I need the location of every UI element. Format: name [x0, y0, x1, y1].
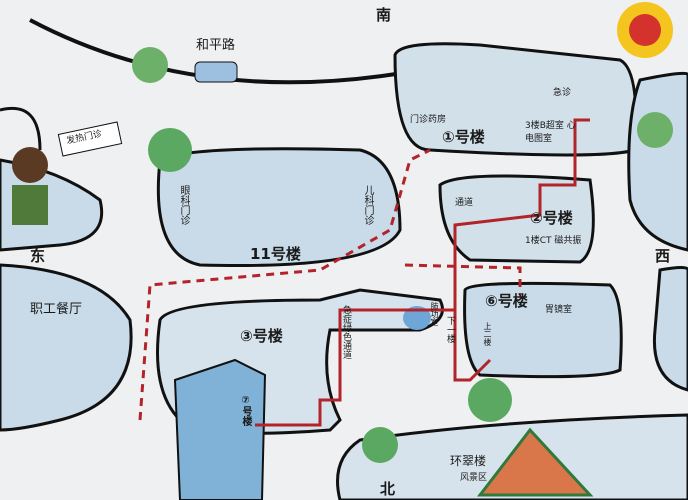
compass-north: 北	[380, 480, 396, 498]
dashed-route-2	[404, 263, 522, 295]
compass-east: 东	[30, 247, 46, 265]
huancui-label: 环翠楼	[450, 454, 487, 468]
lung-icon	[403, 306, 431, 330]
compass-west: 西	[655, 247, 671, 265]
floor1-note: 1楼CT 磁共振	[525, 236, 582, 246]
downstairs-label: 下一楼	[445, 316, 455, 343]
solid-route-branch	[453, 310, 492, 382]
dashed-route	[138, 148, 431, 421]
doctor-body	[12, 185, 48, 225]
tree-icon	[468, 378, 512, 422]
pediatric-clinic-label: 儿科门诊	[362, 185, 373, 225]
doctor-figure	[12, 147, 48, 183]
eye-clinic-label: 眼科门诊	[178, 185, 189, 225]
building-7-tower	[173, 358, 267, 500]
road-label: 和平路	[196, 38, 236, 53]
canteen-label: 职工餐厅	[30, 302, 83, 317]
building-11-block	[156, 147, 402, 268]
building-7-label: ⑦号楼	[240, 395, 251, 426]
gastroscopy-label: 胃镜室	[545, 305, 573, 315]
upstairs-label: 上二楼	[483, 322, 492, 346]
solid-route	[255, 118, 590, 427]
car-icon	[194, 61, 238, 83]
road-outline	[0, 107, 42, 151]
sign-board	[57, 121, 123, 157]
passage-label: 通道	[455, 198, 474, 208]
building-6-label: ⑥号楼	[485, 292, 528, 310]
compass-south: 南	[376, 6, 392, 24]
floor3-note: 3楼B超室 心电图室	[525, 121, 576, 144]
building-3-label: ③号楼	[240, 327, 283, 345]
tree-icon	[637, 112, 673, 148]
tree-icon	[148, 128, 192, 172]
sun-face	[629, 14, 661, 46]
building-1-block	[393, 42, 638, 157]
tree-icon	[132, 47, 168, 83]
building-11-label: 11号楼	[250, 245, 301, 263]
scenic-label: 风景区	[460, 473, 488, 483]
emergency-label: 急诊	[553, 88, 572, 98]
tree-icon	[362, 427, 398, 463]
mountain-icon	[476, 427, 594, 497]
building-1-label: ①号楼	[442, 128, 485, 146]
lung-function-label: 肺功室	[430, 302, 439, 326]
building-2-label: ②号楼	[530, 209, 573, 227]
green-channel-label: 急症绿色通道	[341, 305, 351, 359]
pharmacy-label: 门诊药房	[410, 115, 447, 125]
canteen-block	[0, 263, 133, 432]
west-block-2	[652, 266, 688, 392]
west-block	[627, 71, 688, 252]
